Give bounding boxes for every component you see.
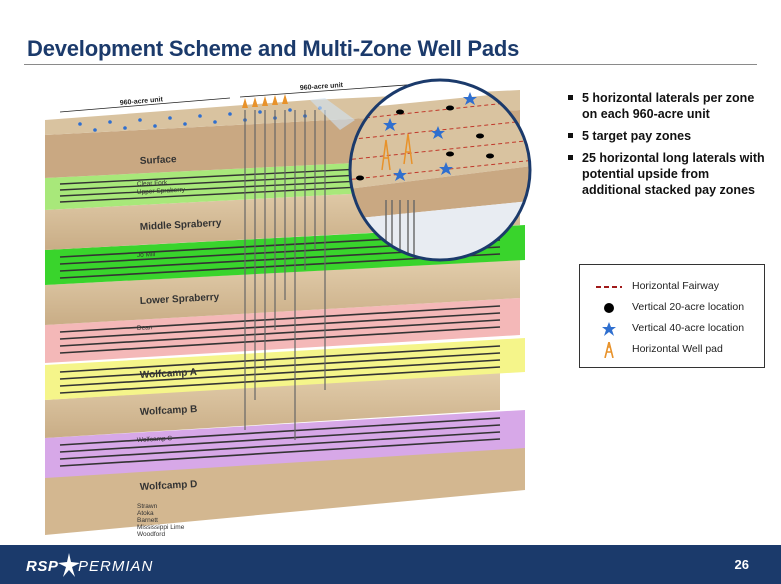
wolfcamp-c-layer <box>45 410 525 478</box>
title-divider <box>24 64 757 65</box>
dashed-line-icon <box>596 286 622 288</box>
surface-well-pads <box>242 94 288 108</box>
zone-label-wolfcamp-a: Wolfcamp A <box>140 367 198 381</box>
label-barnett: Barnett <box>137 517 158 524</box>
page-number: 26 <box>734 557 749 572</box>
wolfcamp-a-laterals <box>59 345 501 394</box>
label-woodford: Woodford <box>137 531 165 538</box>
dean-laterals <box>59 305 501 354</box>
wolfcamp-a-layer <box>45 338 525 400</box>
wolfcamp-c-laterals <box>59 417 501 467</box>
legend-item-horizontal-fairway: Horizontal Fairway <box>580 277 766 297</box>
label-clear-fork: Clear Fork <box>137 179 168 188</box>
bullet-item: 5 horizontal laterals per zone on each 9… <box>568 90 768 122</box>
blue-star-icon <box>602 322 616 336</box>
lower-spraberry-layer <box>45 260 520 325</box>
legend-item-horizontal-well-pad: Horizontal Well pad <box>580 340 766 360</box>
vertical-well-bores <box>244 110 326 440</box>
label-dean: Dean <box>137 324 153 332</box>
zone-label-lower-spraberry: Lower Spraberry <box>140 292 220 307</box>
development-diagram: 960-acre unit 960-acre unit Surface Midd… <box>45 78 532 538</box>
slide-title: Development Scheme and Multi-Zone Well P… <box>27 36 520 61</box>
wolfcamp-b-layer <box>45 372 500 438</box>
unit-label-2: 960-acre unit <box>300 82 344 92</box>
magnified-view <box>310 78 532 262</box>
legend-label: Horizontal Fairway <box>632 280 719 292</box>
legend-item-vertical-40-acre: Vertical 40-acre location <box>580 319 766 339</box>
bullet-list: 5 horizontal laterals per zone on each 9… <box>568 90 768 204</box>
footer-bar: RSP PERMIAN 26 <box>0 545 781 584</box>
legend-label: Vertical 40-acre location <box>632 322 745 334</box>
label-wolfcamp-c: Wolfcamp C <box>137 435 173 444</box>
zone-label-surface: Surface <box>140 154 178 167</box>
zone-label-wolfcamp-d: Wolfcamp D <box>140 479 198 493</box>
label-jo-mill: Jo Mill <box>137 251 156 259</box>
star-logo-icon <box>58 553 80 577</box>
well-pad-icon <box>604 342 614 358</box>
bullet-item: 25 horizontal long laterals with potenti… <box>568 150 768 198</box>
zone-label-wolfcamp-b: Wolfcamp B <box>140 404 198 418</box>
legend-label: Vertical 20-acre location <box>632 301 745 313</box>
label-atoka: Atoka <box>137 510 154 517</box>
label-strawn: Strawn <box>137 503 158 510</box>
bullet-item: 5 target pay zones <box>568 128 768 144</box>
legend-label: Horizontal Well pad <box>632 343 723 355</box>
zone-label-middle-spraberry: Middle Spraberry <box>140 218 223 233</box>
logo-text-permian: PERMIAN <box>78 558 154 575</box>
logo-text-rsp: RSP <box>26 558 59 575</box>
black-dot-icon <box>604 303 614 313</box>
unit-arrows <box>59 83 421 113</box>
company-logo: RSP PERMIAN <box>26 553 176 579</box>
label-upper-spraberry: Upper Spraberry <box>137 186 186 196</box>
legend-item-vertical-20-acre: Vertical 20-acre location <box>580 298 766 318</box>
unit-label-1: 960-acre unit <box>120 96 164 107</box>
label-mississippi-lime: Mississippi Lime <box>137 524 185 531</box>
legend: Horizontal Fairway Vertical 20-acre loca… <box>579 264 765 368</box>
